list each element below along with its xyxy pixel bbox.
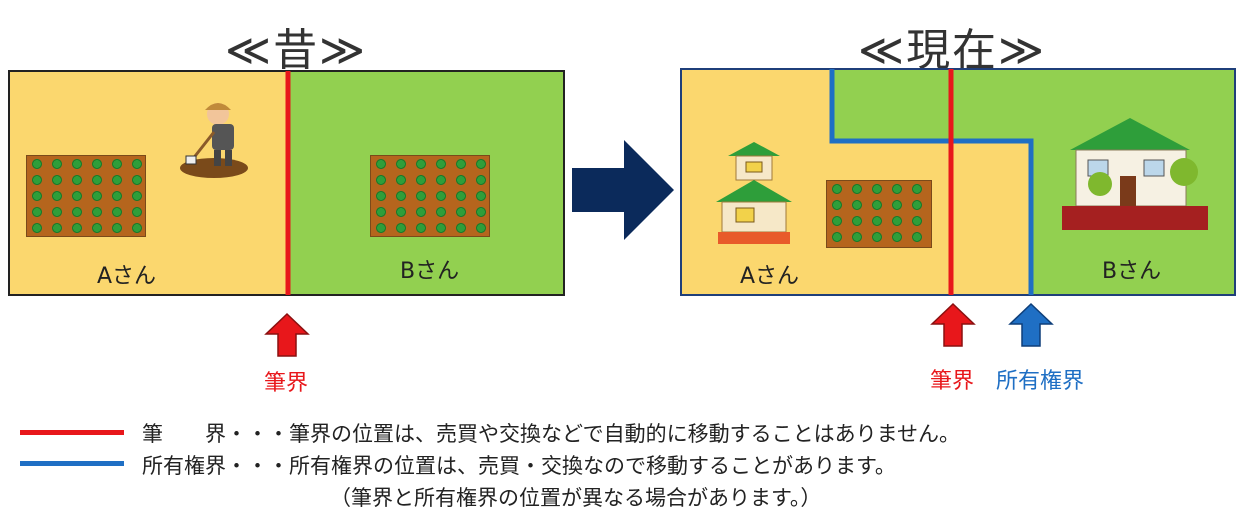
- western-house-icon: [1062, 118, 1208, 230]
- legend-line-ownership: 所有権界・・・所有権界の位置は、売買・交換なので移動することがあります。: [142, 454, 896, 478]
- present-owner-a-label: Aさん: [740, 264, 800, 289]
- present-ownership-line: [829, 69, 1034, 295]
- legend-line-boundary: 筆 界・・・筆界の位置は、売買や交換などで自動的に移動することはありません。: [142, 422, 960, 446]
- cabbage-field-icon: [26, 155, 146, 237]
- title-past: ≪昔≫: [225, 25, 368, 76]
- past-owner-b-label: Bさん: [400, 259, 460, 284]
- present-ownership-label: 所有権界: [996, 369, 1085, 394]
- transition-arrow-icon: [572, 140, 674, 240]
- legend-swatch-boundary: [20, 430, 124, 435]
- legend-swatch-ownership: [20, 461, 124, 466]
- past-panel: [8, 70, 565, 296]
- cabbage-field-icon: [826, 180, 932, 248]
- present-owner-b-label: Bさん: [1102, 259, 1162, 284]
- past-owner-a-label: Aさん: [97, 264, 157, 289]
- cabbage-field-icon: [370, 155, 490, 237]
- legend-note: （筆界と所有権界の位置が異なる場合があります。）: [330, 486, 822, 510]
- past-boundary-label: 筆界: [264, 371, 309, 396]
- present-boundary-arrow-icon: [930, 302, 976, 347]
- present-panel-border: [680, 68, 1236, 296]
- past-boundary-arrow-icon: [264, 312, 310, 357]
- present-ownership-arrow-icon: [1008, 302, 1054, 347]
- present-boundary-label: 筆界: [930, 369, 975, 394]
- farmer-icon: [180, 103, 248, 178]
- house-icon: [716, 142, 792, 244]
- title-present: ≪現在≫: [858, 25, 1047, 76]
- past-panel-map: [8, 70, 565, 296]
